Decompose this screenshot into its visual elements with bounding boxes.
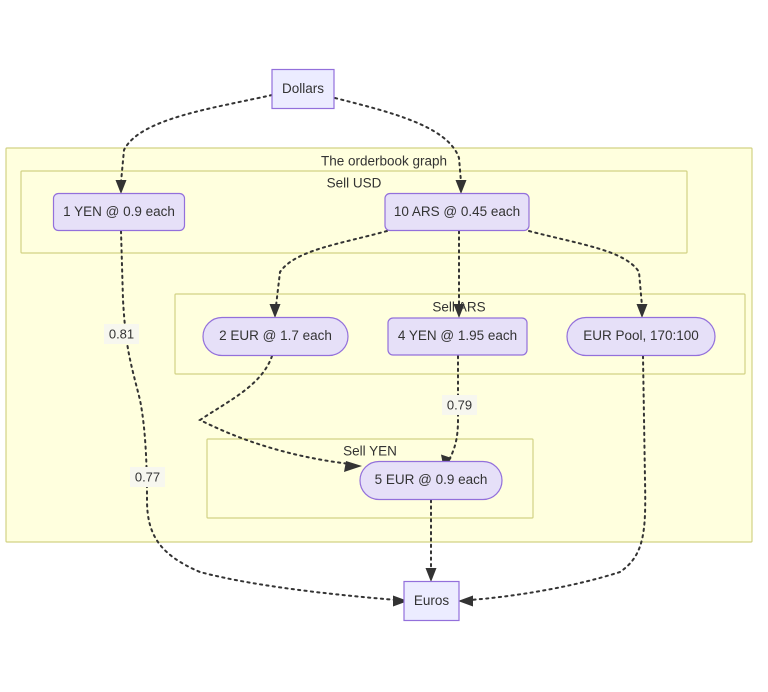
arrow-head-icon xyxy=(453,304,465,318)
node-4-yen-at-1-95-label: 4 YEN @ 1.95 each xyxy=(398,328,517,343)
node-1-yen-at-0-9[interactable]: 1 YEN @ 0.9 each xyxy=(52,192,186,232)
node-dollars[interactable]: Dollars xyxy=(271,68,335,110)
node-5-eur-at-0-9-shape[interactable] xyxy=(359,460,503,501)
cluster-sell-usd: Sell USD xyxy=(20,170,688,254)
edge-eur17-to-eur09 xyxy=(198,355,362,472)
edge-label-081: 0.81 xyxy=(104,324,139,344)
arrow-head-icon xyxy=(393,595,408,607)
node-10-ars-at-0-45-label: 10 ARS @ 0.45 each xyxy=(394,204,520,219)
node-4-yen-at-1-95-shape[interactable] xyxy=(387,317,528,356)
cluster-sell-yen-label: Sell YEN xyxy=(343,444,397,459)
arrow-head-icon xyxy=(115,180,127,194)
arrow-head-icon xyxy=(269,304,281,318)
edge-label-079: 0.79 xyxy=(442,395,477,415)
node-dollars-label: Dollars xyxy=(282,81,324,96)
arrow-head-icon xyxy=(425,568,437,582)
node-1-yen-at-0-9-label: 1 YEN @ 0.9 each xyxy=(63,204,175,219)
node-euros-label: Euros xyxy=(414,593,450,608)
node-euros-shape[interactable] xyxy=(403,580,460,622)
node-2-eur-at-1-7-shape[interactable] xyxy=(202,316,349,357)
node-10-ars-at-0-45[interactable]: 10 ARS @ 0.45 each xyxy=(384,192,530,232)
edge-label-077-text: 0.77 xyxy=(135,469,160,484)
edge-eurpool-to-euros xyxy=(458,355,647,607)
edge-label-077: 0.77 xyxy=(130,467,165,487)
node-5-eur-at-0-9[interactable]: 5 EUR @ 0.9 each xyxy=(359,460,503,501)
node-dollars-shape[interactable] xyxy=(271,68,335,110)
edge-dollars-to-ars xyxy=(334,97,467,194)
edge-eur09-to-euros xyxy=(425,499,437,582)
cluster-sell-usd-label: Sell USD xyxy=(327,176,382,191)
node-euros[interactable]: Euros xyxy=(403,580,460,622)
edge-label-079-bg xyxy=(442,395,477,415)
node-eur-pool[interactable]: EUR Pool, 170:100 xyxy=(566,316,716,357)
edge-ars-to-yen195 xyxy=(453,230,465,318)
arrow-head-icon xyxy=(636,304,648,318)
edge-ars-to-eurpool xyxy=(528,230,648,318)
node-eur-pool-label: EUR Pool, 170:100 xyxy=(583,328,699,343)
cluster-sell-usd-rect xyxy=(20,170,688,254)
node-1-yen-at-0-9-shape[interactable] xyxy=(52,192,186,232)
arrow-head-icon xyxy=(455,180,467,194)
edge-yen-to-euros xyxy=(120,230,408,607)
arrow-head-icon xyxy=(458,595,473,607)
cluster-orderbook-label: The orderbook graph xyxy=(321,154,447,169)
node-10-ars-at-0-45-shape[interactable] xyxy=(384,192,530,232)
node-eur-pool-shape[interactable] xyxy=(566,316,716,357)
edge-dollars-to-yen xyxy=(115,94,273,194)
edge-label-081-text: 0.81 xyxy=(109,326,134,341)
node-4-yen-at-1-95[interactable]: 4 YEN @ 1.95 each xyxy=(387,317,528,356)
edge-label-079-text: 0.79 xyxy=(447,397,472,412)
node-5-eur-at-0-9-label: 5 EUR @ 0.9 each xyxy=(375,472,488,487)
edge-ars-to-eur17 xyxy=(269,230,388,318)
arrow-head-icon xyxy=(344,461,362,472)
edge-label-081-bg xyxy=(104,324,139,344)
node-2-eur-at-1-7[interactable]: 2 EUR @ 1.7 each xyxy=(202,316,349,357)
edge-label-077-bg xyxy=(130,467,165,487)
node-2-eur-at-1-7-label: 2 EUR @ 1.7 each xyxy=(219,328,332,343)
